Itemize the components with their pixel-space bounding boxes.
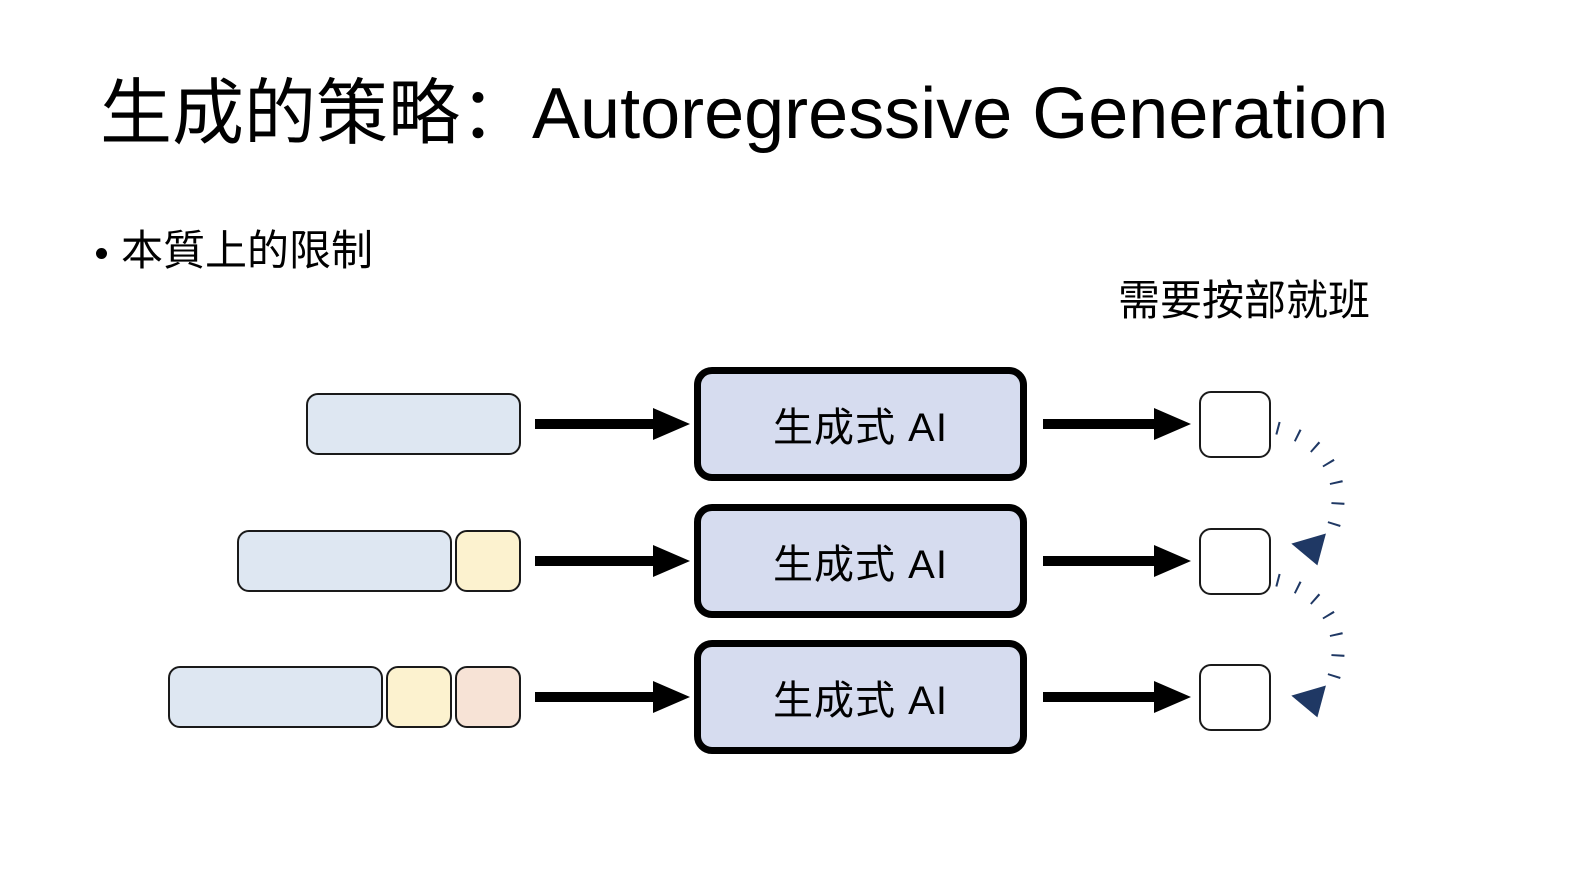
arrow-right-icon — [535, 545, 690, 577]
bullet-dot-icon — [96, 247, 107, 259]
model-box-label: 生成式 AI — [773, 406, 948, 450]
input-token — [455, 530, 521, 592]
page-title: 生成的策略：Autoregressive Generation — [100, 74, 1389, 154]
output-token — [1199, 664, 1271, 731]
bullet-item-label: 本質上的限制 — [121, 227, 374, 274]
diagram-row: 生成式 AI — [0, 482, 1576, 642]
input-token — [455, 666, 521, 728]
diagram-row: 生成式 AI — [0, 618, 1576, 778]
model-box-label: 生成式 AI — [773, 679, 948, 723]
input-token-group — [168, 666, 521, 728]
arrow-right-icon — [535, 408, 690, 440]
arrow-right-icon — [535, 681, 690, 713]
model-box: 生成式 AI — [694, 640, 1027, 754]
model-box: 生成式 AI — [694, 504, 1027, 618]
output-token — [1199, 391, 1271, 458]
context-bar — [306, 393, 521, 455]
model-box: 生成式 AI — [694, 367, 1027, 481]
input-token — [386, 666, 452, 728]
arrow-right-icon — [1043, 681, 1191, 713]
output-token — [1199, 528, 1271, 595]
bullet-item: 本質上的限制 — [96, 227, 374, 274]
diagram-row: 生成式 AI — [0, 345, 1576, 505]
input-token-group — [237, 530, 521, 592]
model-box-label: 生成式 AI — [773, 543, 948, 587]
context-bar — [168, 666, 383, 728]
context-bar — [237, 530, 452, 592]
input-token-group — [306, 393, 521, 455]
arrow-right-icon — [1043, 545, 1191, 577]
arrow-right-icon — [1043, 408, 1191, 440]
side-caption: 需要按部就班 — [1118, 277, 1371, 324]
